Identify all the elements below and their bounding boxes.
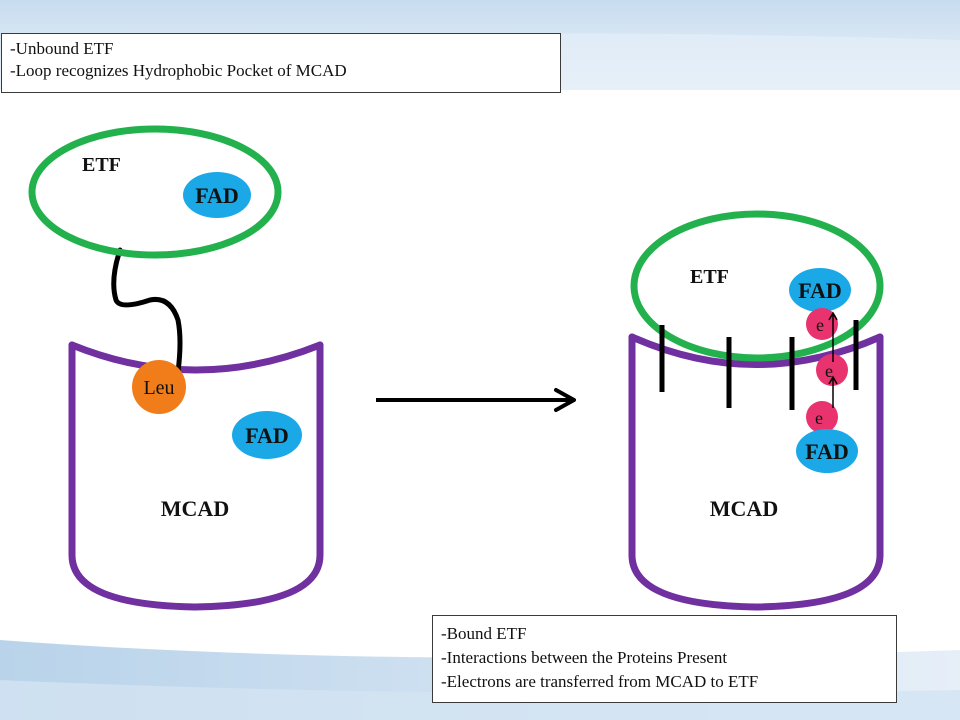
fad-badge [232,411,302,459]
bound-etf-note: -Bound ETF -Interactions between the Pro… [432,615,897,703]
etf-loop [111,247,183,375]
fad-badge [789,268,851,312]
etf-ring [28,125,282,259]
leu-residue [132,360,186,414]
electron-label: e [816,315,824,335]
leu-label: Leu [143,377,174,399]
fad-label: FAD [798,278,842,303]
note-line: -Interactions between the Proteins Prese… [441,648,728,667]
unbound-etf-note: -Unbound ETF -Loop recognizes Hydrophobi… [1,33,561,93]
etf-label: ETF [82,154,121,176]
note-line: -Bound ETF [441,624,527,643]
fad-badge [796,429,858,473]
fad-label: FAD [195,183,239,208]
electron-label: e [825,361,833,381]
electron [806,401,838,433]
fad-label: FAD [245,423,289,448]
mcad-cup [628,333,884,611]
mcad-cup [68,341,324,611]
fad-label: FAD [805,439,849,464]
mcad-cup-rim [68,341,324,374]
mcad-label: MCAD [710,496,778,521]
mcad-label: MCAD [161,496,229,521]
interaction-bars [659,320,859,410]
transition-arrow [376,388,576,412]
etf-label: ETF [690,266,729,288]
electron-label: e [815,408,823,428]
fad-badge [183,172,251,218]
note-line: -Unbound ETF [10,39,114,58]
electron [816,354,848,386]
electron-transfer-arrows [828,311,838,408]
left-panel: ETF FAD Leu FAD MCAD [28,125,324,611]
note-line: -Electrons are transferred from MCAD to … [441,672,759,691]
etf-ring [630,210,884,362]
electron [806,308,838,340]
right-panel: ETF FAD e e e FAD MCAD [628,210,884,611]
note-line: -Loop recognizes Hydrophobic Pocket of M… [10,61,347,80]
